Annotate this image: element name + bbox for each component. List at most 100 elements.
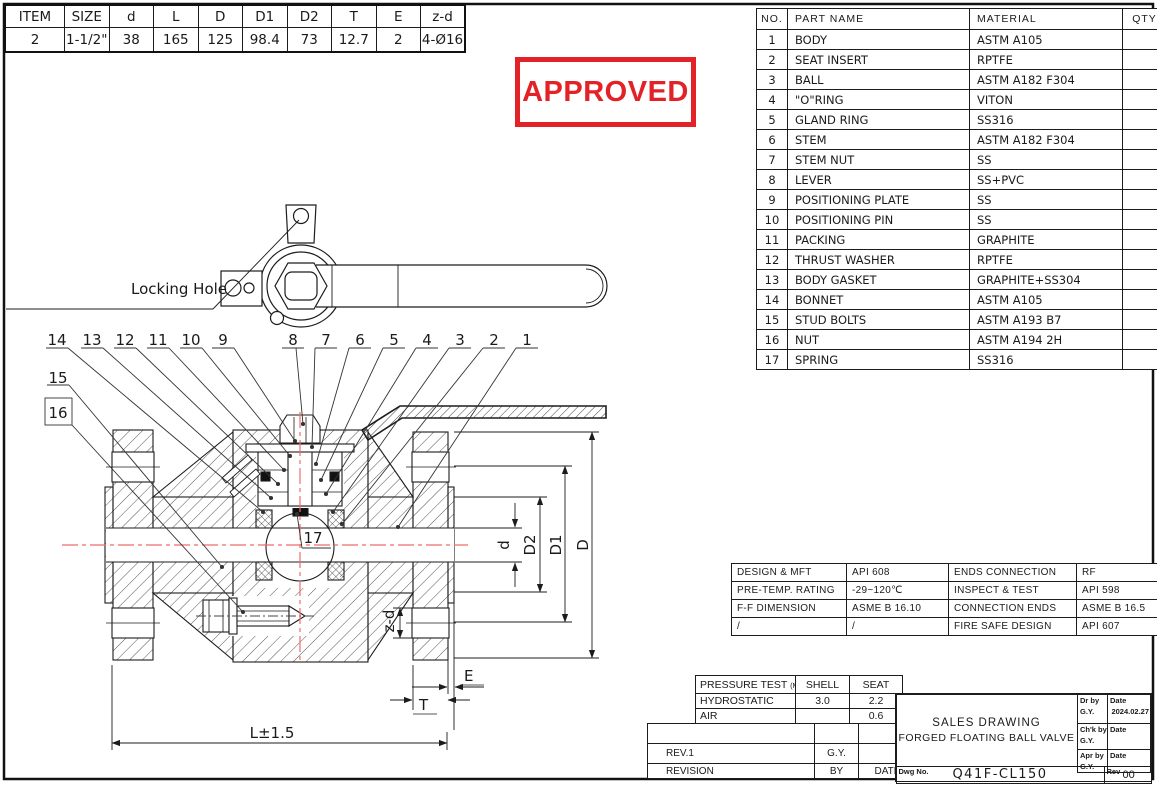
dimension-value-cell: 125 — [197, 27, 243, 53]
parts-row: 10 POSITIONING PIN SS — [756, 209, 1157, 230]
revision-col-label: REVISION — [647, 763, 815, 779]
drawing-title: SALES DRAWING FORGED FLOATING BALL VALVE — [895, 693, 1078, 767]
part-name: STEM — [787, 129, 970, 150]
pressure-col-seat: SEAT — [849, 675, 903, 694]
parts-table: NO. PART NAME MATERIAL QTY 1 BODY ASTM A… — [756, 8, 1157, 370]
dwg-no-cell: Dwg No. Q41F-CL150 — [895, 765, 1105, 784]
parts-row: 5 GLAND RING SS316 — [756, 109, 1157, 130]
revision-rev1-label: REV.1 — [647, 743, 815, 764]
spec-value: / — [846, 617, 949, 636]
part-name: GLAND RING — [787, 109, 970, 130]
balloon-12: 12 — [115, 331, 135, 349]
part-material: ASTM A182 F304 — [969, 69, 1123, 90]
packing — [260, 471, 271, 482]
pressure-unit: (Mpa) — [790, 680, 794, 690]
balloon-3: 3 — [455, 331, 465, 349]
dim-label-l: L±1.5 — [249, 724, 295, 742]
dimension-header-cell: z-d — [420, 4, 466, 28]
spec-value: -29~120℃ — [846, 581, 949, 600]
part-qty — [1122, 349, 1157, 370]
spec-value: API 608 — [846, 563, 949, 582]
dimension-lines — [111, 431, 599, 750]
spec-row: F-F DIMENSION ASME B 16.10 CONNECTION EN… — [731, 599, 1157, 618]
dim-label-t: T — [419, 696, 429, 714]
part-material: RPTFE — [969, 249, 1123, 270]
approved-stamp: APPROVED — [515, 57, 696, 127]
drain-plug — [196, 597, 316, 635]
parts-row: 9 POSITIONING PLATE SS — [756, 189, 1157, 210]
balloon-2: 2 — [489, 331, 499, 349]
parts-row: 16 NUT ASTM A194 2H — [756, 329, 1157, 350]
top-view — [6, 204, 608, 328]
signature-role: Ch'k by — [1080, 725, 1107, 734]
parts-col-qty: QTY — [1122, 8, 1157, 30]
part-material: SS — [969, 209, 1123, 230]
dimension-header-cell: d — [108, 4, 154, 28]
spec-table: DESIGN & MFT API 608 ENDS CONNECTION RF … — [731, 563, 1157, 636]
dim-label-d2: D2 — [521, 534, 539, 556]
signature-date-label: Date — [1110, 696, 1127, 705]
part-name: SEAT INSERT — [787, 49, 970, 70]
part-material: ASTM A105 — [969, 29, 1123, 50]
parts-row: 1 BODY ASTM A105 — [756, 29, 1157, 50]
part-no: 17 — [756, 349, 788, 370]
revision-col-by: BY — [814, 763, 859, 779]
spec-key: / — [731, 617, 847, 636]
spec-value: RF — [1076, 563, 1157, 582]
seat-insert — [327, 509, 345, 529]
dim-label-d1: D1 — [547, 534, 565, 556]
part-no: 1 — [756, 29, 788, 50]
parts-col-no: NO. — [756, 8, 788, 30]
part-name: THRUST WASHER — [787, 249, 970, 270]
part-qty — [1122, 189, 1157, 210]
parts-row: 17 SPRING SS316 — [756, 349, 1157, 370]
part-material: SS316 — [969, 349, 1123, 370]
part-qty — [1122, 149, 1157, 170]
part-material: SS+PVC — [969, 169, 1123, 190]
seat-insert — [327, 561, 345, 581]
balloon-5: 5 — [389, 331, 399, 349]
dimension-value-cell: 165 — [153, 27, 199, 53]
part-material: RPTFE — [969, 49, 1123, 70]
signature-row: Ch'k by G.Y. Date — [1077, 723, 1151, 750]
revision-blank-cell — [647, 723, 815, 744]
spec-key: F-F DIMENSION — [731, 599, 847, 618]
part-qty — [1122, 49, 1157, 70]
pressure-shell-value — [795, 708, 850, 724]
dimension-value-cell: 73 — [286, 27, 332, 53]
rev-cell: Rev 00 — [1103, 765, 1152, 784]
part-name: "O"RING — [787, 89, 970, 110]
signature-date-label: Date — [1110, 725, 1127, 734]
pressure-shell-value: 3.0 — [795, 693, 850, 709]
part-no: 14 — [756, 289, 788, 310]
signature-date-cell: Date 2024.02.27 — [1107, 694, 1151, 724]
part-name: SPRING — [787, 349, 970, 370]
dimension-value-cell: 1-1/2" — [64, 27, 110, 53]
dim-label-zd: z-d — [380, 609, 398, 633]
signature-name: G.Y. — [1080, 735, 1095, 745]
dim-label-e: E — [464, 667, 474, 685]
part-no: 3 — [756, 69, 788, 90]
part-no: 11 — [756, 229, 788, 250]
part-qty — [1122, 89, 1157, 110]
part-name: BODY GASKET — [787, 269, 970, 290]
dimension-value-cell: 98.4 — [242, 27, 288, 53]
part-material: GRAPHITE+SS304 — [969, 269, 1123, 290]
dimension-header-cell: D1 — [242, 4, 288, 28]
part-no: 15 — [756, 309, 788, 330]
pressure-test-table: PRESSURE TEST (Mpa) SHELL SEAT HYDROSTAT… — [695, 675, 903, 724]
part-name: STUD BOLTS — [787, 309, 970, 330]
part-qty — [1122, 209, 1157, 230]
part-qty — [1122, 309, 1157, 330]
parts-row: 14 BONNET ASTM A105 — [756, 289, 1157, 310]
revision-rev1-by: G.Y. — [814, 743, 859, 764]
part-name: POSITIONING PLATE — [787, 189, 970, 210]
part-name: BODY — [787, 29, 970, 50]
parts-col-name: PART NAME — [787, 8, 970, 30]
part-qty — [1122, 129, 1157, 150]
parts-col-material: MATERIAL — [969, 8, 1123, 30]
